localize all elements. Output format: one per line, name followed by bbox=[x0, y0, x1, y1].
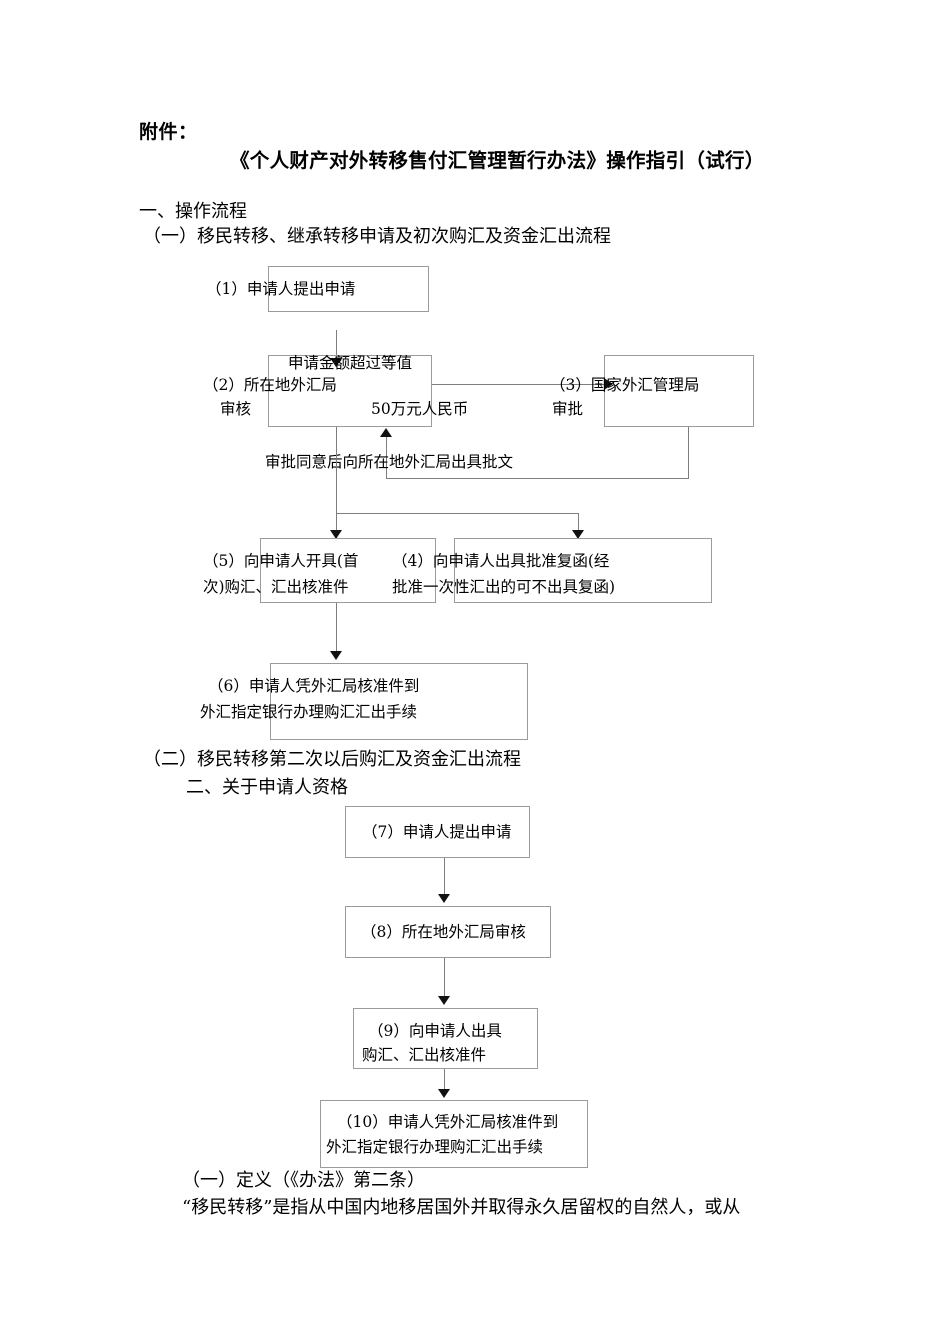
flow1-edge-n5-n6-line bbox=[336, 603, 337, 655]
flow2-node7-label: （7）申请人提出申请 bbox=[362, 823, 512, 841]
flow2-node8-label: （8）所在地外汇局审核 bbox=[361, 923, 526, 941]
flow2-node9-box bbox=[353, 1008, 538, 1069]
flow1-node6-label-line2: 外汇指定银行办理购汇汇出手续 bbox=[200, 703, 418, 721]
flow1-threshold-label-line2: 50万元人民币 bbox=[371, 400, 469, 418]
flow1-node3-label-line1: （3）国家外汇管理局 bbox=[550, 376, 700, 394]
flow1-node4-label-line1: （4）向申请人出具批准复函(经 bbox=[392, 552, 610, 570]
section-heading-one: 一、操作流程 bbox=[139, 201, 247, 222]
flow1-node2-box bbox=[268, 355, 432, 427]
flow1-node6-label-line1: （6）申请人凭外汇局核准件到 bbox=[208, 677, 420, 695]
flow2-edge-n7-n8-arrow bbox=[438, 894, 450, 903]
flow2-node9-label-line1: （9）向申请人出具 bbox=[368, 1022, 502, 1040]
flow1-return-arrow bbox=[380, 428, 392, 437]
flow2-edge-n8-n9-line bbox=[444, 958, 445, 1000]
flow1-node5-label-line1: （5）向申请人开具(首 bbox=[203, 552, 359, 570]
flow1-edge-n2-n3-line bbox=[432, 384, 611, 385]
flow1-threshold-label-line1: 申请金额超过等值 bbox=[288, 354, 413, 372]
flow1-node3-label-line2: 审批 bbox=[552, 400, 584, 418]
flow1-split-line-vertical-main bbox=[336, 427, 337, 539]
flow1-node1-label: （1）申请人提出申请 bbox=[206, 280, 356, 298]
flow1-edge-n1-n2-line bbox=[336, 330, 337, 366]
flow2-edge-n9-n10-line bbox=[444, 1069, 445, 1093]
flow1-node3-box bbox=[604, 355, 754, 427]
attachment-label: 附件： bbox=[139, 121, 198, 143]
flow2-node9-label-line2: 购汇、汇出核准件 bbox=[362, 1046, 487, 1064]
flow1-return-line-vertical-left bbox=[386, 437, 387, 479]
body-paragraph-one: “移民转移”是指从中国内地移居国外并取得永久居留权的自然人，或从 bbox=[182, 1197, 741, 1218]
flow2-node8-box bbox=[345, 906, 551, 958]
flow1-edge-n1-n2-arrow bbox=[330, 358, 342, 367]
flow2-node10-label-line1: （10）申请人凭外汇局核准件到 bbox=[337, 1113, 559, 1131]
flow1-split-line-vertical-right bbox=[578, 513, 579, 539]
document-title: 《个人财产对外转移售付汇管理暂行办法》操作指引（试行） bbox=[230, 149, 765, 172]
flow1-node6-box bbox=[270, 663, 528, 740]
flow1-node2-label-line2: 审核 bbox=[220, 400, 252, 418]
flow2-edge-n7-n8-line bbox=[444, 858, 445, 898]
flow1-node5-label-line2: 次)购汇、汇出核准件 bbox=[203, 578, 349, 596]
flow2-node10-box bbox=[320, 1100, 588, 1168]
flow1-arrow-to-node4 bbox=[572, 530, 584, 539]
flow1-edge-n5-n6-arrow bbox=[330, 651, 342, 660]
flow1-return-line-vertical-right bbox=[688, 427, 689, 479]
subsection-heading-one-one: （一）移民转移、继承转移申请及初次购汇及资金汇出流程 bbox=[143, 226, 611, 247]
subsection-heading-one-two: （二）移民转移第二次以后购汇及资金汇出流程 bbox=[143, 749, 521, 770]
flow1-approval-return-label: 审批同意后向所在地外汇局出具批文 bbox=[265, 453, 514, 471]
flow1-edge-n2-n3-arrow bbox=[604, 378, 613, 390]
flow1-node2-label-line1: （2）所在地外汇局 bbox=[203, 376, 337, 394]
flow2-edge-n8-n9-arrow bbox=[438, 996, 450, 1005]
flow1-node4-box bbox=[454, 538, 712, 603]
flow1-node4-label-line2: 批准一次性汇出的可不出具复函) bbox=[392, 578, 616, 596]
subsection-heading-two-one: （一）定义（《办法》第二条） bbox=[182, 1170, 425, 1191]
flow1-node5-box bbox=[260, 538, 436, 603]
flow1-split-line-horizontal bbox=[336, 513, 579, 514]
flow2-node7-box bbox=[345, 806, 530, 858]
flow2-node10-label-line2: 外汇指定银行办理购汇汇出手续 bbox=[326, 1138, 544, 1156]
flow2-edge-n9-n10-arrow bbox=[438, 1089, 450, 1098]
flow1-return-line-horizontal bbox=[386, 478, 689, 479]
flow1-arrow-to-node5 bbox=[330, 530, 342, 539]
section-heading-two: 二、关于申请人资格 bbox=[186, 777, 348, 798]
flow1-node1-box bbox=[268, 266, 429, 312]
